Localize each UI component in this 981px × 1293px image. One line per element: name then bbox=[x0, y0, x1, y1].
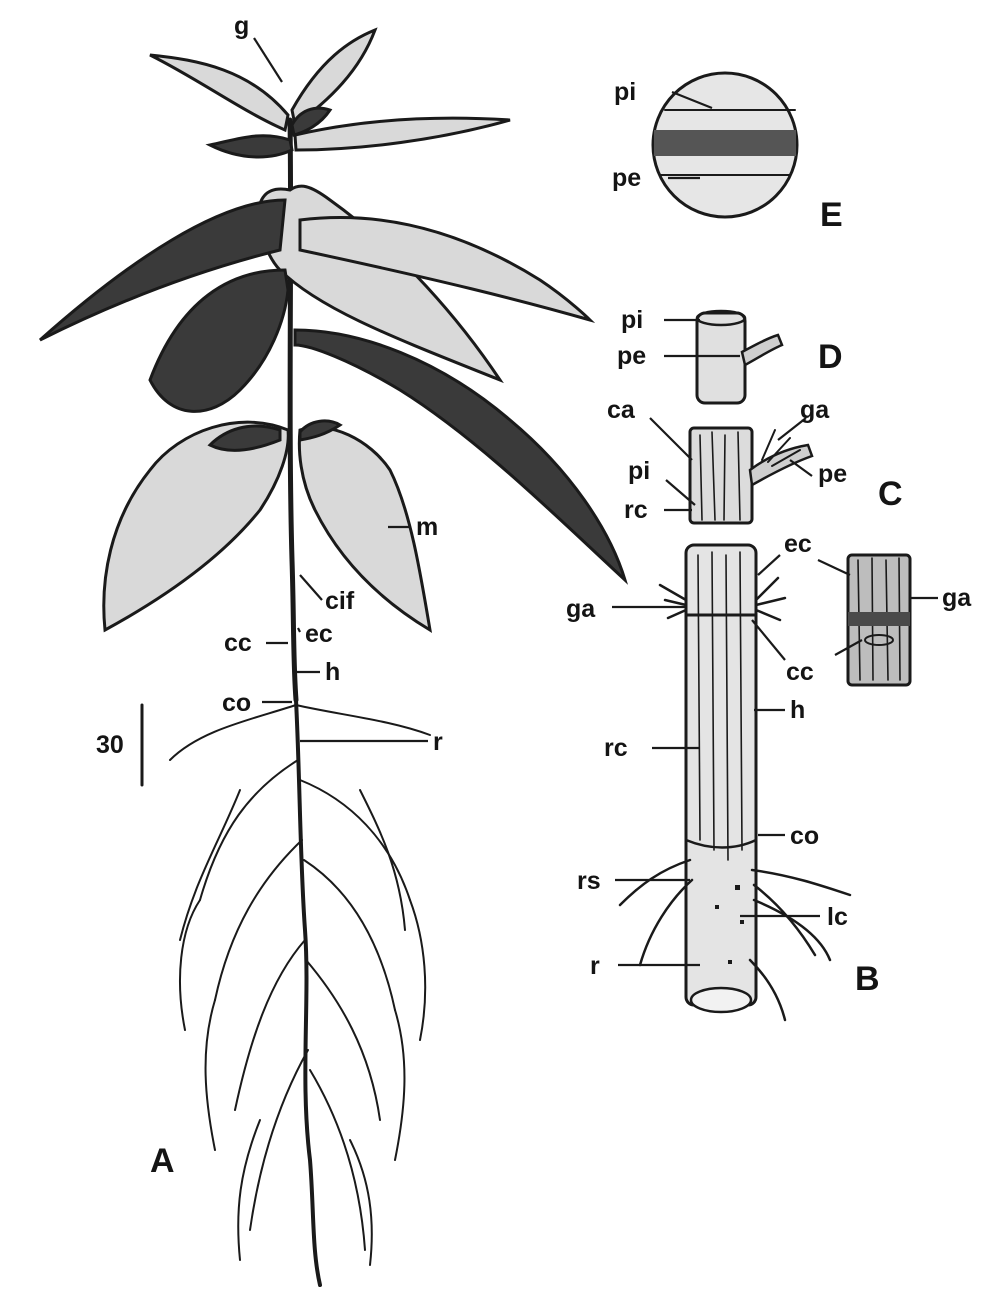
label-b-rs: rs bbox=[577, 867, 601, 895]
label-b-rc: rc bbox=[604, 734, 628, 762]
panel-label-e: E bbox=[820, 196, 843, 234]
label-c-pi: pi bbox=[628, 457, 650, 485]
label-e-pi: pi bbox=[614, 78, 636, 106]
scale-bar-value: 30 bbox=[96, 731, 124, 759]
panel-d-segment: pi pe D bbox=[617, 306, 843, 403]
label-c-rc: rc bbox=[624, 496, 648, 524]
panel-label-a: A bbox=[150, 1142, 175, 1180]
node-detail-band bbox=[848, 612, 910, 626]
label-d-pe: pe bbox=[617, 342, 646, 370]
label-a-co: co bbox=[222, 689, 251, 717]
label-a-g: g bbox=[234, 12, 249, 40]
label-b-ec: ec bbox=[784, 530, 812, 558]
panel-c-segment: ca ga pi pe rc C bbox=[607, 396, 903, 524]
label-e-pe: pe bbox=[612, 164, 641, 192]
panel-label-b: B bbox=[855, 960, 880, 998]
petiole-stub-c bbox=[750, 445, 812, 485]
segment-d bbox=[697, 313, 745, 403]
label-a-m: m bbox=[416, 513, 438, 541]
label-detail-ga: ga bbox=[942, 584, 972, 612]
label-b-h: h bbox=[790, 696, 805, 724]
segment-c bbox=[690, 428, 752, 523]
label-b-lc: lc bbox=[827, 903, 848, 931]
label-b-ga: ga bbox=[566, 595, 596, 623]
label-b-co: co bbox=[790, 822, 819, 850]
panel-label-d: D bbox=[818, 338, 843, 376]
panel-e-detail: pi pe E bbox=[612, 73, 843, 234]
label-a-cc: cc bbox=[224, 629, 252, 657]
label-b-cc: cc bbox=[786, 658, 814, 686]
label-a-cif: cif bbox=[325, 587, 355, 615]
node-detail: ga bbox=[818, 555, 972, 685]
label-b-r: r bbox=[590, 952, 600, 980]
leaves bbox=[40, 30, 625, 630]
cut-end-b bbox=[691, 988, 751, 1012]
label-c-ga: ga bbox=[800, 396, 830, 424]
label-c-pe: pe bbox=[818, 460, 847, 488]
section-band bbox=[654, 130, 796, 156]
label-a-h: h bbox=[325, 658, 340, 686]
label-a-ec: ec bbox=[305, 620, 333, 648]
label-a-r: r bbox=[433, 728, 443, 756]
panel-a-plant: 30 g m cif ec cc h co r A bbox=[40, 12, 625, 1285]
label-d-pi: pi bbox=[621, 306, 643, 334]
panel-b-stem: ga ec cc h rc co rs lc r B bbox=[566, 530, 880, 1020]
panel-label-c: C bbox=[878, 475, 903, 513]
label-c-ca: ca bbox=[607, 396, 636, 424]
petiole-stub-d bbox=[742, 335, 782, 365]
root-system bbox=[170, 700, 430, 1285]
